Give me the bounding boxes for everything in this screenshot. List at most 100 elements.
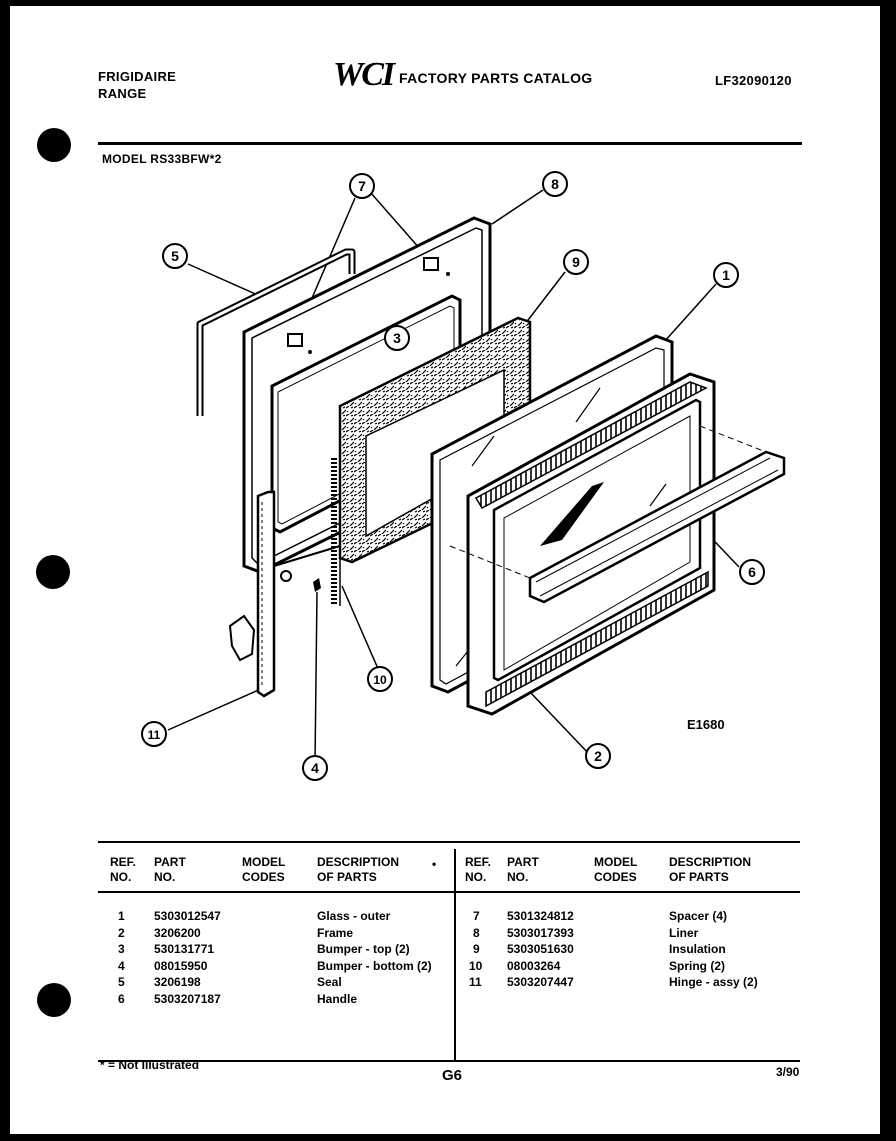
model-label: MODEL RS33BFW*2 (102, 152, 222, 166)
row-desc: Insulation (669, 942, 726, 956)
callout-1-label: 1 (722, 267, 730, 283)
left-model-h1: MODEL (242, 855, 286, 869)
row-desc: Bumper - bottom (2) (317, 958, 432, 973)
callout-5: 5 (162, 243, 188, 269)
row-ref: 2 (118, 925, 125, 940)
callout-3: 3 (384, 325, 410, 351)
right-part-h1: PART (507, 855, 539, 869)
callout-8-label: 8 (551, 176, 559, 192)
callout-2-label: 2 (594, 748, 602, 764)
table-divider (454, 849, 456, 1061)
catalog-page: FRIGIDAIRE RANGE WCI FACTORY PARTS CATAL… (10, 6, 880, 1134)
callout-4: 4 (302, 755, 328, 781)
row-desc: Handle (317, 991, 358, 1006)
callout-4-label: 4 (311, 760, 319, 776)
row-part: 5303012547 (154, 909, 221, 923)
right-model-h1: MODEL (594, 855, 638, 869)
left-ref-h2: NO. (110, 870, 132, 884)
catalog-number: LF32090120 (715, 73, 792, 88)
left-desc-h1: DESCRIPTION (317, 855, 400, 869)
row-ref: 6 (118, 991, 125, 1006)
row-desc: Glass - outer (317, 909, 391, 923)
row-desc: Seal (317, 975, 342, 989)
row-part: 3206198 (154, 975, 201, 989)
exploded-door-diagram: 7 8 5 9 1 3 6 10 11 2 4 E1680 (141, 171, 786, 781)
row-part: 5303207447 (507, 975, 574, 989)
callout-3-label: 3 (393, 330, 401, 346)
wci-logo: WCI (333, 56, 395, 93)
diagram-code: E1680 (687, 717, 725, 732)
row-part: 08015950 (154, 958, 208, 973)
header-under-rule (98, 891, 800, 893)
callout-10-label: 10 (373, 673, 387, 687)
date-code: 3/90 (776, 1065, 800, 1079)
row-desc: Spring (2) (669, 958, 725, 973)
row-part: 530131771 (154, 942, 215, 956)
row-part: 5303207187 (154, 991, 221, 1006)
callout-10: 10 (367, 666, 393, 692)
row-ref: 10 (469, 958, 483, 973)
row-ref: 11 (469, 975, 482, 989)
row-ref: 4 (118, 958, 125, 973)
page-code: G6 (442, 1067, 463, 1084)
right-desc-h1: DESCRIPTION (669, 855, 752, 869)
not-illustrated-note: * = Not Illustrated (100, 1058, 200, 1072)
row-part: 5303017393 (507, 925, 574, 940)
right-part-h2: NO. (507, 870, 529, 884)
row-desc: Spacer (4) (669, 909, 728, 923)
callout-7: 7 (349, 173, 375, 199)
row-ref: 9 (473, 942, 480, 956)
row-part: 5301324812 (507, 909, 574, 923)
row-ref: 8 (473, 925, 480, 940)
punch-hole-top (37, 128, 71, 162)
callout-11-label: 11 (148, 728, 161, 742)
brand-line1: FRIGIDAIRE (98, 69, 177, 84)
callout-8: 8 (542, 171, 568, 197)
left-part-h1: PART (154, 855, 186, 869)
right-ref-h2: NO. (465, 870, 487, 884)
row-ref: 1 (118, 909, 125, 923)
row-part: 3206200 (154, 925, 201, 940)
callout-7-label: 7 (358, 178, 366, 194)
row-part: 08003264 (507, 958, 561, 973)
right-model-h2: CODES (594, 870, 637, 884)
punch-hole-bottom (37, 983, 71, 1017)
left-ref-header: REF.NO. (110, 855, 136, 885)
row-ref: 3 (118, 942, 125, 956)
punch-hole-middle (36, 555, 70, 589)
row-desc: Frame (317, 925, 354, 940)
right-desc-h2: OF PARTS (669, 870, 729, 884)
left-part-h2: NO. (154, 870, 176, 884)
callout-11: 11 (141, 721, 167, 747)
table-top-rule (98, 841, 800, 843)
left-ref-h1: REF. (110, 855, 137, 869)
callout-2: 2 (585, 743, 611, 769)
brand-line2: RANGE (98, 86, 147, 101)
left-mark: • (432, 857, 437, 871)
row-part: 5303051630 (507, 942, 574, 956)
row-desc: Liner (669, 925, 699, 940)
callout-6-label: 6 (748, 564, 756, 580)
right-ref-h1: REF. (465, 855, 492, 869)
row-desc: Hinge - assy (2) (669, 975, 758, 989)
row-desc: Bumper - top (2) (317, 942, 410, 956)
table-bottom-rule (98, 1060, 800, 1062)
callout-1: 1 (713, 262, 739, 288)
left-model-h2: CODES (242, 870, 285, 884)
callout-9: 9 (563, 249, 589, 275)
row-ref: 7 (473, 909, 480, 923)
right-ref-header: REF.NO. (465, 855, 491, 885)
catalog-title: FACTORY PARTS CATALOG (399, 70, 593, 86)
callout-6: 6 (739, 559, 765, 585)
header-rule (98, 142, 802, 145)
callout-9-label: 9 (572, 254, 580, 270)
row-ref: 5 (118, 975, 125, 989)
left-desc-h2: OF PARTS (317, 870, 377, 884)
